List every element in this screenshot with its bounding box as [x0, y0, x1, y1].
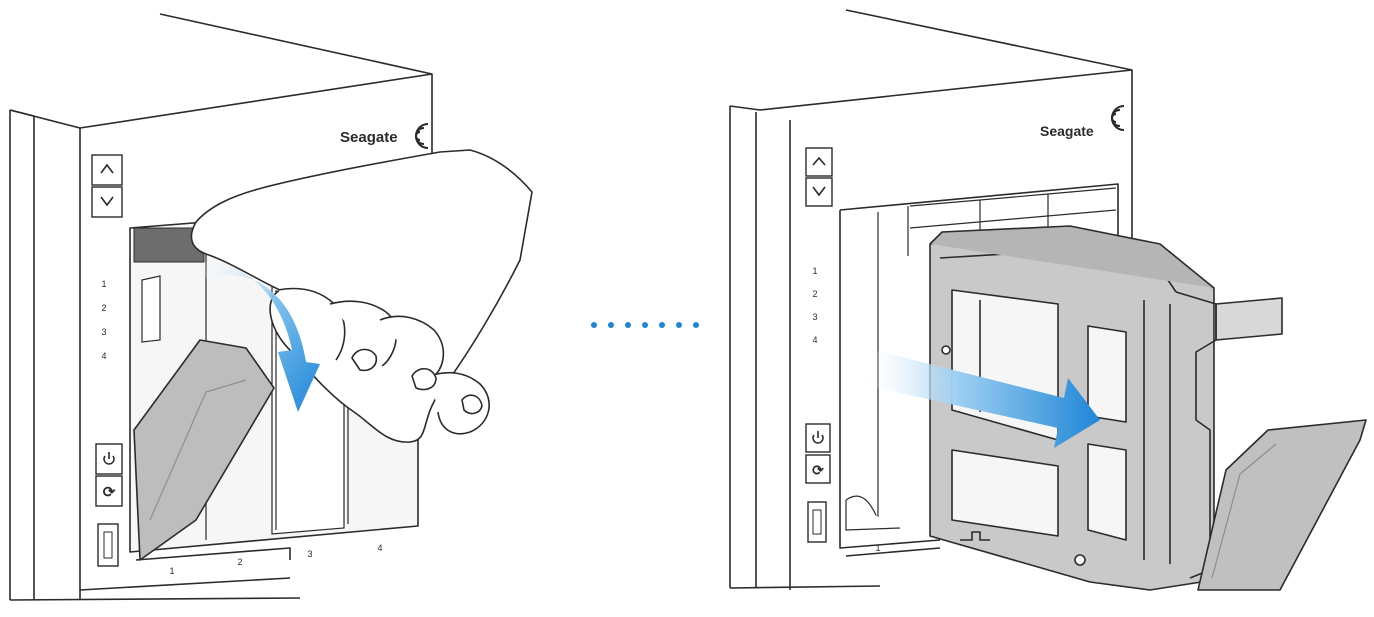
left-brand-logo: Seagate	[340, 124, 428, 148]
left-nav-down-button[interactable]	[92, 187, 122, 217]
right-nav-up-button[interactable]	[806, 148, 832, 176]
bay-label: 2	[237, 557, 242, 567]
bay-label: 4	[377, 543, 382, 553]
left-control-panel: ⟳	[92, 155, 122, 566]
sync-icon: ⟳	[103, 484, 116, 501]
separator-dot	[625, 322, 631, 328]
led-label: 1	[101, 279, 106, 289]
separator-dot	[659, 322, 665, 328]
bay-label: 1	[169, 566, 174, 576]
led-label: 4	[812, 335, 817, 345]
step-separator	[591, 322, 699, 328]
right-control-panel: ⟳	[806, 148, 832, 542]
left-nav-up-button[interactable]	[92, 155, 122, 185]
brand-name: Seagate	[1040, 123, 1094, 139]
right-usb-port[interactable]	[808, 502, 826, 542]
left-usb-port[interactable]	[98, 524, 118, 566]
brand-name: Seagate	[340, 129, 398, 146]
separator-dot	[608, 322, 614, 328]
separator-dot	[642, 322, 648, 328]
seagate-logo-icon	[1112, 106, 1124, 130]
separator-dot	[693, 322, 699, 328]
led-label: 2	[101, 303, 106, 313]
separator-dot	[676, 322, 682, 328]
right-tray-door	[1198, 420, 1366, 590]
right-brand-logo: Seagate	[1040, 106, 1124, 139]
right-led-labels: 1 2 3 4	[812, 266, 817, 345]
bay-label: 3	[307, 549, 312, 559]
right-nav-down-button[interactable]	[806, 178, 832, 206]
led-label: 1	[812, 266, 817, 276]
seagate-logo-icon	[416, 124, 428, 148]
sync-icon: ⟳	[812, 462, 824, 478]
led-label: 3	[101, 327, 106, 337]
left-led-labels: 1 2 3 4	[101, 279, 106, 361]
separator-dot	[591, 322, 597, 328]
left-bay-labels: 1 2 3 4	[169, 543, 382, 576]
led-label: 2	[812, 289, 817, 299]
led-label: 3	[812, 312, 817, 322]
led-label: 4	[101, 351, 106, 361]
bay-label: 1	[875, 543, 880, 553]
